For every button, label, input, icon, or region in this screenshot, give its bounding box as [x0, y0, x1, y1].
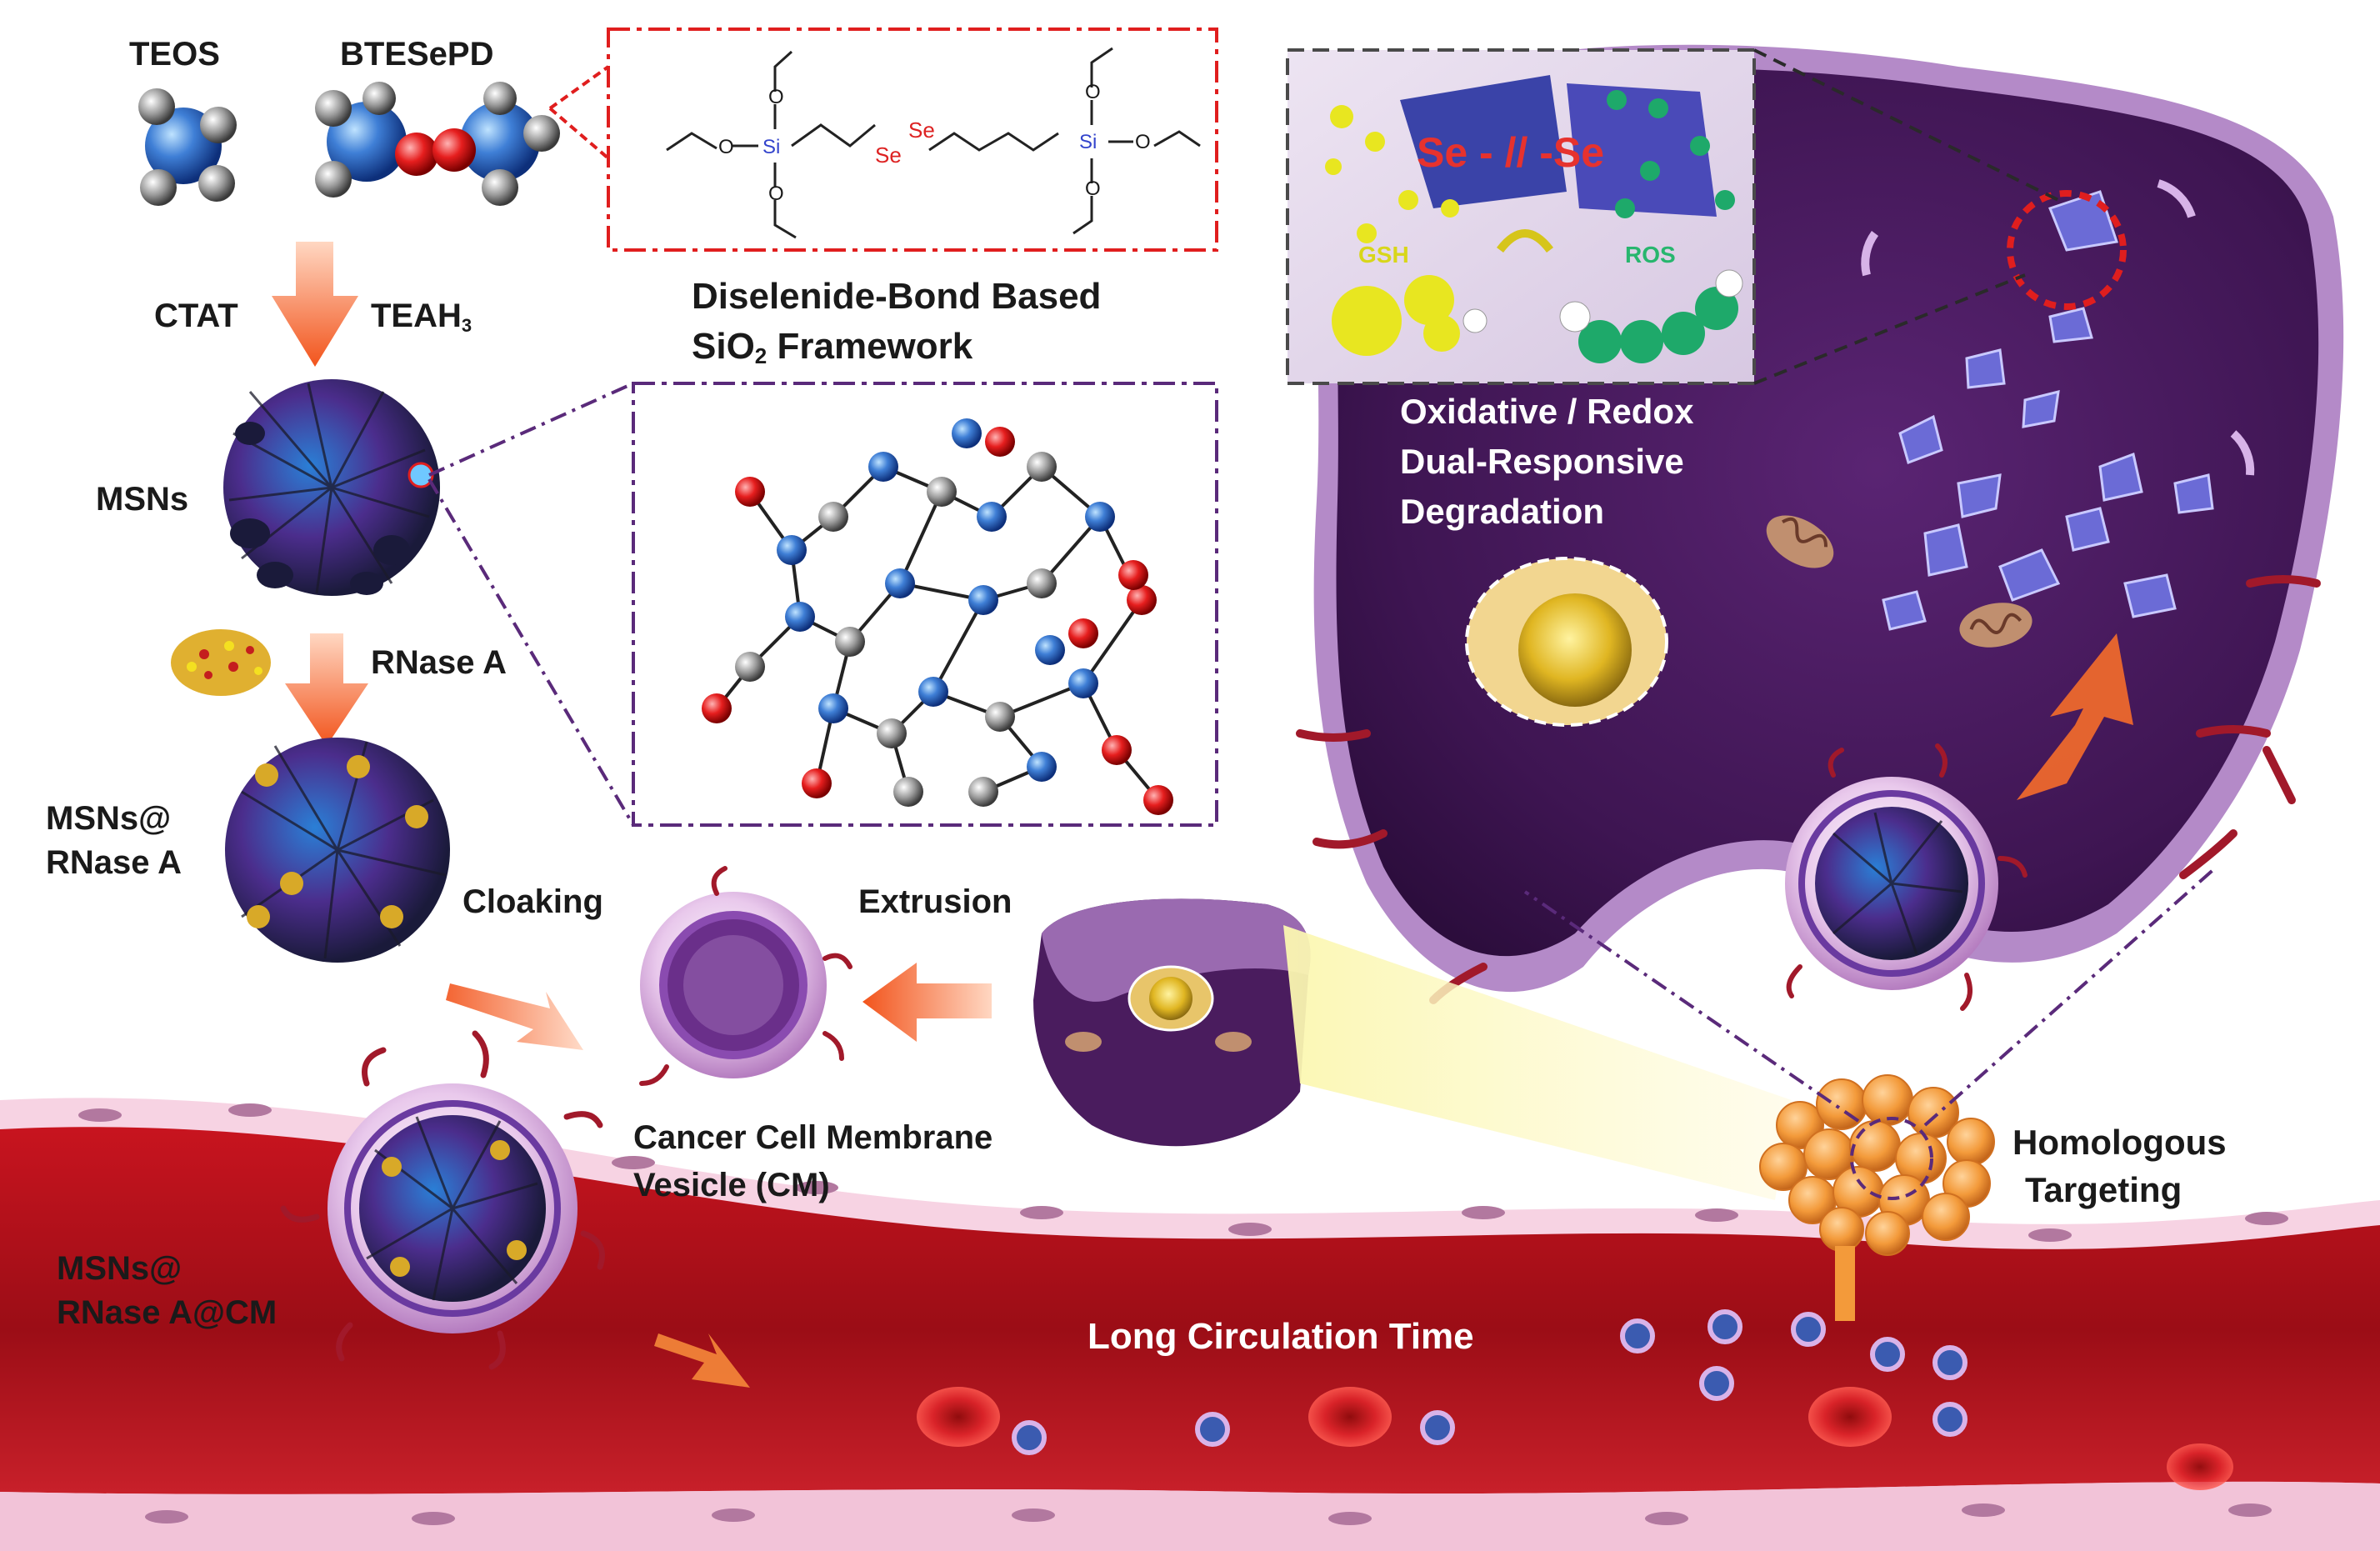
o-atom-left-top: O	[768, 86, 784, 108]
si-atom-left: Si	[762, 136, 780, 158]
o-atom-left: O	[718, 136, 734, 158]
msn-rnase-particle	[225, 738, 450, 963]
extrusion-arrow	[862, 963, 992, 1042]
rnase-label: RNase A	[371, 644, 507, 681]
o-atom-right: O	[1135, 131, 1151, 153]
rnase-protein-icon	[171, 629, 271, 696]
circulating-nanoparticles	[1012, 1309, 1968, 1455]
teos-label: TEOS	[129, 36, 220, 73]
msn-particle	[223, 379, 440, 596]
o-atom-left-bottom: O	[768, 183, 784, 205]
targeting-beam	[1283, 925, 1792, 1200]
se-bond-label: Se - // -Se	[1417, 129, 1604, 176]
si-atom-right: Si	[1079, 131, 1097, 153]
cell-nucleus	[1465, 557, 1668, 727]
degradation-label-line3: Degradation	[1400, 492, 1604, 531]
cloaking-arrow	[446, 983, 583, 1050]
tumor-cluster	[1759, 1074, 1995, 1321]
ctat-label: CTAT	[154, 298, 238, 334]
framework-network-box	[632, 382, 1218, 827]
o-atom-right-top: O	[1085, 81, 1101, 103]
uptake-arrow	[2017, 633, 2133, 800]
cloaking-label: Cloaking	[462, 883, 603, 920]
framework-caption-line2: SiO2 Framework	[692, 326, 973, 368]
msns-rnase-label-line2: RNase A	[46, 844, 182, 881]
degradation-label-line2: Dual-Responsive	[1400, 442, 1684, 481]
small-cancer-cell	[1033, 898, 1311, 1147]
gsh-label: GSH	[1358, 242, 1409, 268]
msn-rnase-cm-particle	[280, 1030, 605, 1370]
msns-label: MSNs	[96, 481, 188, 518]
extrusion-label: Extrusion	[858, 883, 1012, 920]
homologous-label-line1: Homologous	[2012, 1123, 2227, 1162]
o-atom-right-bottom: O	[1085, 178, 1101, 200]
teos-molecule	[138, 88, 237, 206]
network-atoms	[702, 418, 1173, 815]
red-blood-cells	[917, 1387, 2233, 1490]
se-atom-right: Se	[908, 118, 935, 143]
long-circulation-label: Long Circulation Time	[1088, 1316, 1474, 1357]
cm-label-line2: Vesicle (CM)	[633, 1167, 830, 1203]
final-particle-label-line1: MSNs@	[57, 1250, 182, 1287]
synthesis-arrow-1	[272, 242, 358, 367]
teah-label: TEAH3	[371, 298, 472, 336]
blood-vessel	[0, 1098, 2380, 1551]
entering-particle	[1785, 743, 2028, 1011]
btespd-structure-box: O Si O O Se Se Si O O O	[607, 28, 1218, 252]
framework-caption-line1: Diselenide-Bond Based	[692, 276, 1101, 317]
synthesis-arrow-2	[285, 633, 368, 746]
msns-rnase-label-line1: MSNs@	[46, 800, 171, 837]
btespd-molecule	[315, 82, 560, 206]
ros-label: ROS	[1625, 242, 1676, 268]
btespd-label: BTESePD	[340, 36, 494, 73]
cm-label-line1: Cancer Cell Membrane	[633, 1119, 992, 1156]
flow-arrow	[654, 1333, 750, 1388]
homologous-label-line2: Targeting	[2025, 1170, 2182, 1209]
final-particle-label-line2: RNase A@CM	[57, 1294, 277, 1331]
membrane-vesicle	[639, 866, 852, 1086]
mitochondria	[1766, 515, 2032, 648]
degradation-label-line1: Oxidative / Redox	[1400, 392, 1694, 431]
se-atom-left: Se	[875, 143, 902, 168]
cleavage-inset: Se - // -Se GSH ROS	[1286, 48, 1756, 385]
